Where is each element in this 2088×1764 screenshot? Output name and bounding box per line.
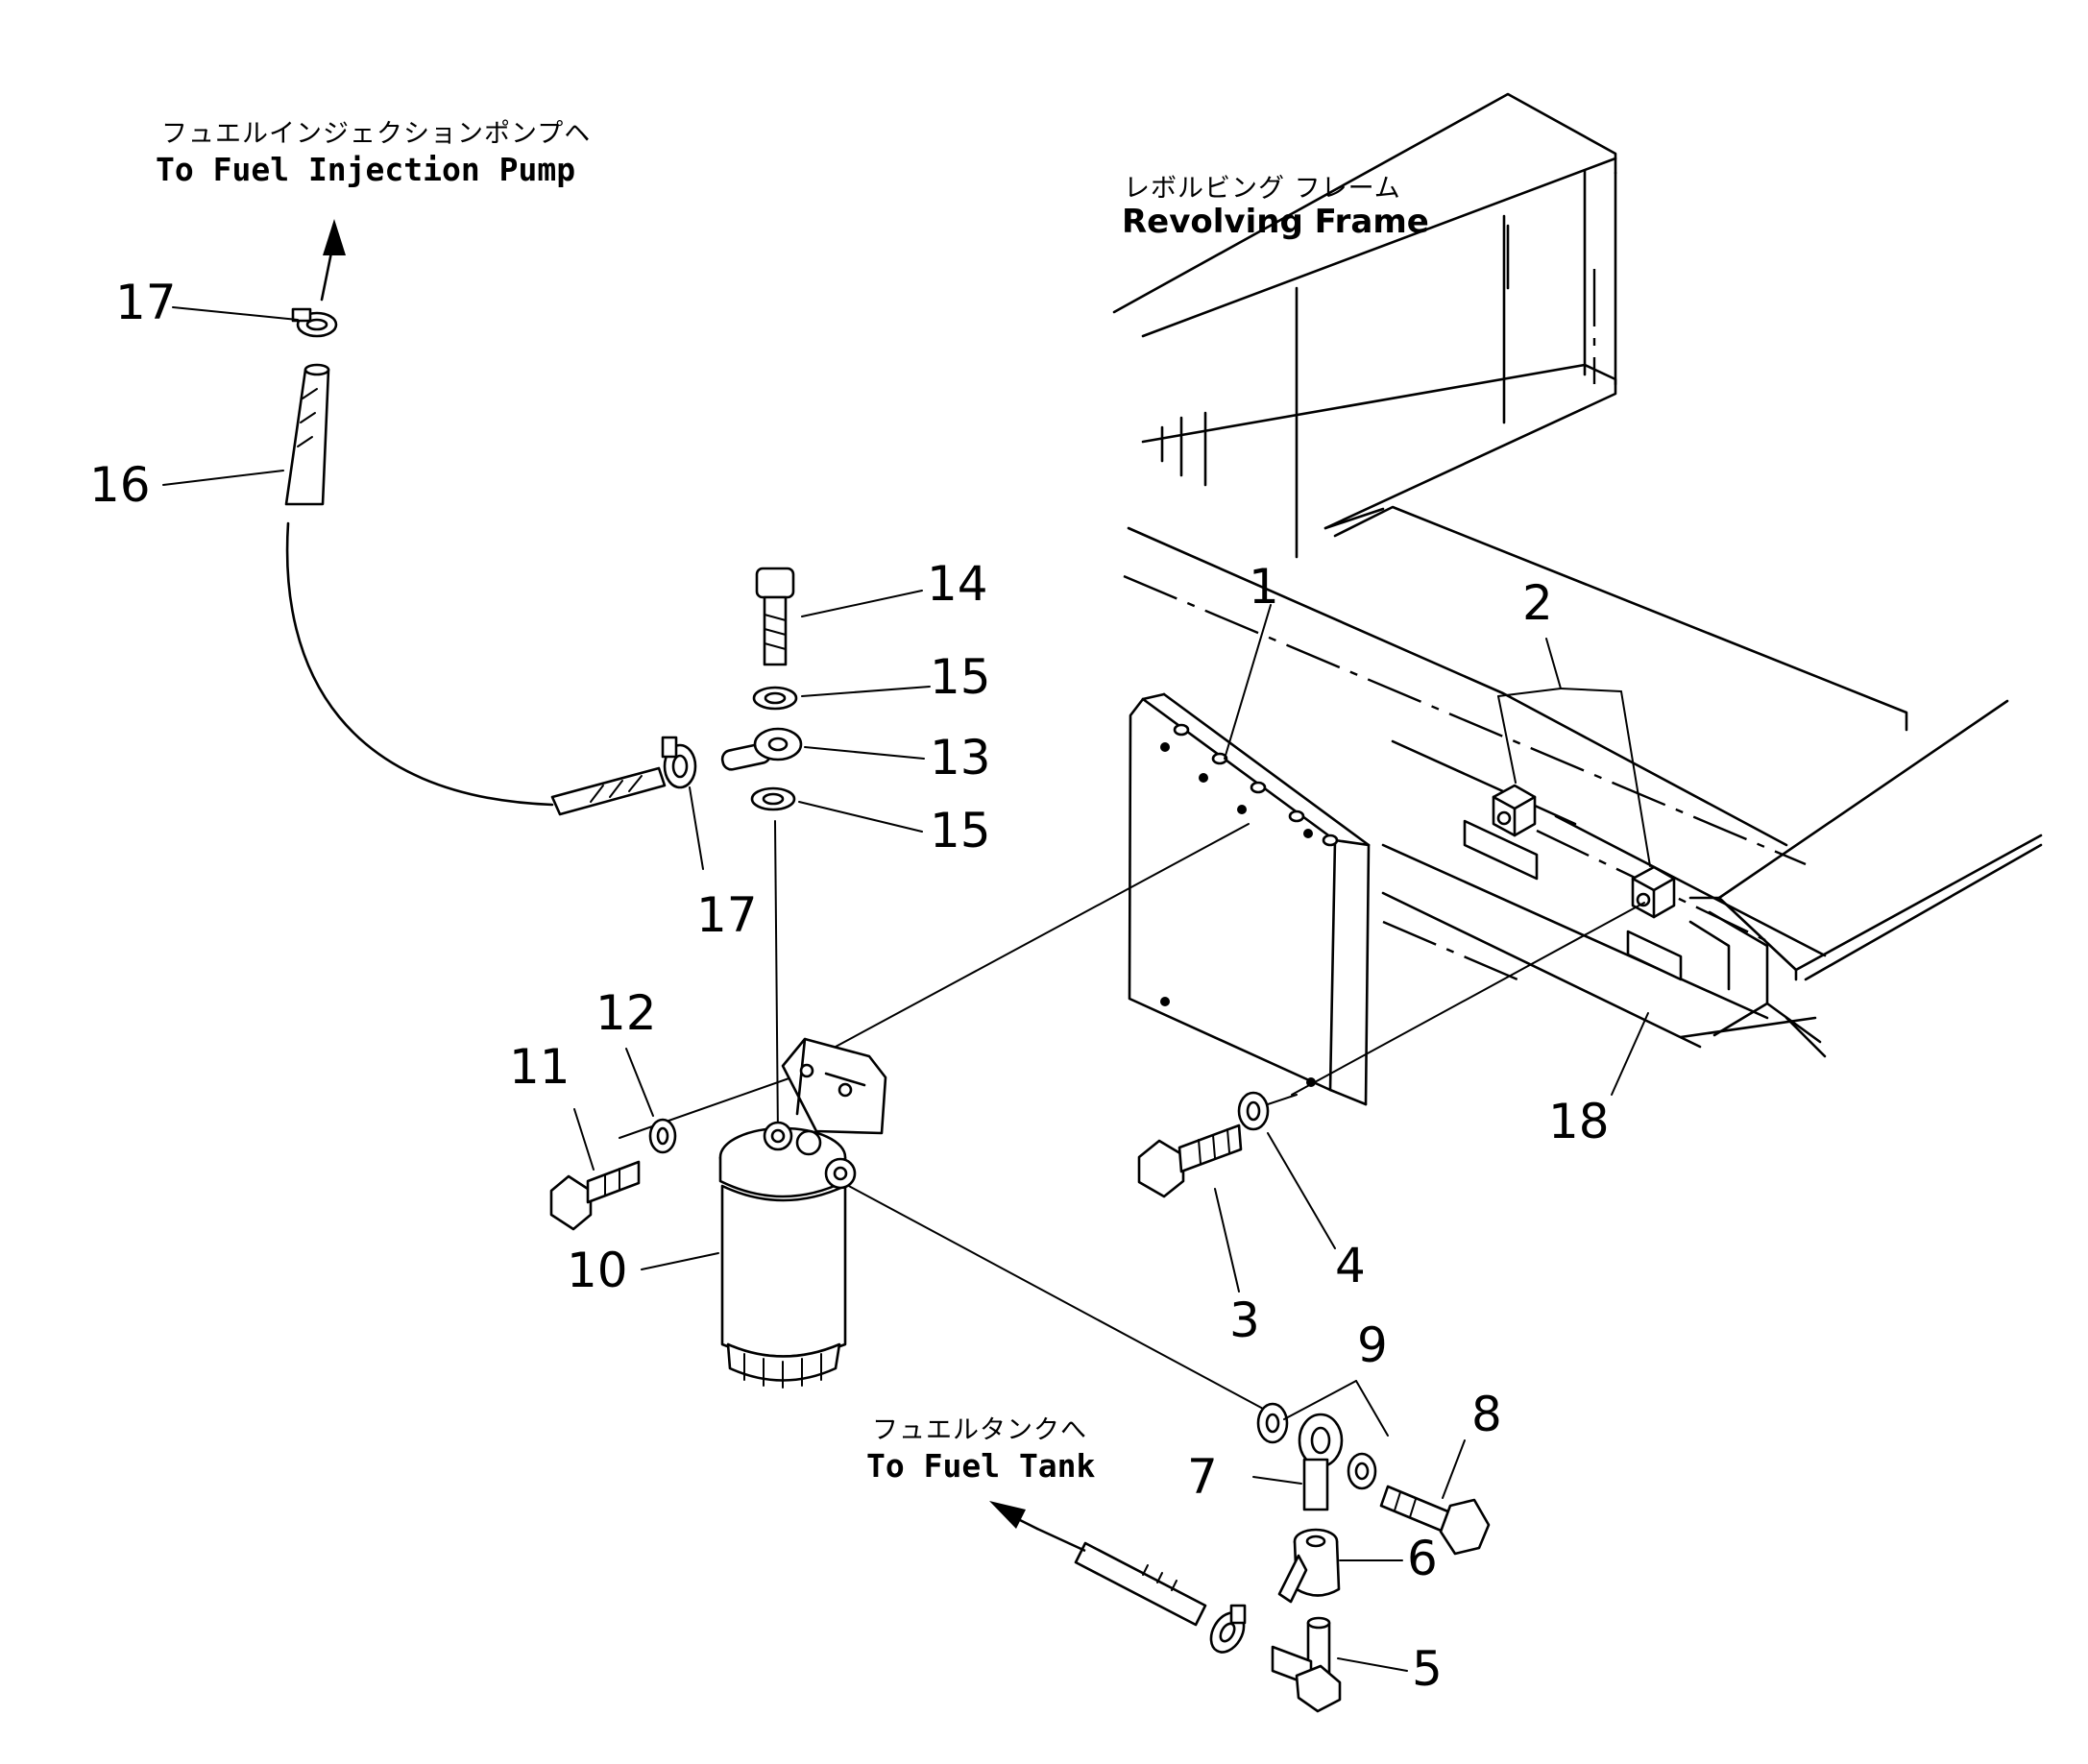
nut-block-upper bbox=[1492, 784, 1537, 837]
callout-14: 14 bbox=[927, 556, 988, 612]
bracket-plate bbox=[1128, 692, 1371, 1106]
bolt-11 bbox=[549, 1160, 641, 1231]
callout-9: 9 bbox=[1357, 1317, 1388, 1373]
eye-joint-13 bbox=[720, 727, 803, 771]
callout-2: 2 bbox=[1522, 575, 1553, 631]
callout-17-top: 17 bbox=[115, 275, 177, 330]
bolt-14 bbox=[755, 567, 795, 666]
callout-6: 6 bbox=[1407, 1531, 1438, 1586]
callout-15-lower: 15 bbox=[930, 803, 991, 858]
callout-5: 5 bbox=[1412, 1641, 1443, 1697]
bolt-3 bbox=[1137, 1124, 1243, 1198]
washer-4 bbox=[1237, 1091, 1270, 1131]
fuel-filter bbox=[718, 1037, 887, 1389]
callout-leaders bbox=[162, 306, 1651, 1672]
hose-segment-middle bbox=[550, 766, 667, 816]
callout-12: 12 bbox=[595, 985, 657, 1041]
callout-17-middle: 17 bbox=[696, 887, 758, 943]
washer-12 bbox=[648, 1118, 677, 1154]
revolving-frame-label-jp: レボルビング フレーム bbox=[1124, 174, 1401, 204]
callout-15-upper: 15 bbox=[930, 649, 991, 705]
bolt-8 bbox=[1379, 1485, 1491, 1556]
injection-pump-label-en: To Fuel Injection Pump bbox=[156, 151, 575, 188]
callout-16: 16 bbox=[89, 457, 151, 513]
eye-joint-7 bbox=[1298, 1413, 1344, 1511]
elbow-5 bbox=[1271, 1616, 1342, 1713]
callout-11: 11 bbox=[509, 1039, 571, 1095]
revolving-frame bbox=[1112, 92, 2043, 1058]
callout-10: 10 bbox=[567, 1243, 628, 1298]
washer-9-left bbox=[1256, 1402, 1289, 1444]
washer-9-right bbox=[1347, 1452, 1377, 1490]
hose-to-fuel-tank bbox=[989, 1501, 1207, 1627]
injection-pump-label-jp: フュエルインジェクションポンプヘ bbox=[161, 119, 591, 149]
callout-3: 3 bbox=[1229, 1293, 1260, 1348]
callout-1: 1 bbox=[1249, 559, 1279, 615]
revolving-frame-label-en: Revolving Frame bbox=[1122, 203, 1429, 241]
callout-7: 7 bbox=[1187, 1449, 1218, 1505]
hose-clamp-17-bottom bbox=[1209, 1604, 1247, 1654]
fuel-tank-label-en: To Fuel Tank bbox=[866, 1447, 1096, 1485]
callout-4: 4 bbox=[1335, 1238, 1366, 1293]
callout-18: 18 bbox=[1548, 1094, 1610, 1149]
callout-8: 8 bbox=[1471, 1387, 1502, 1442]
valve-6 bbox=[1277, 1528, 1341, 1604]
nut-block-lower bbox=[1631, 865, 1676, 919]
hose-clamp-17-top bbox=[291, 307, 338, 338]
washer-15-upper bbox=[752, 686, 798, 711]
fuel-tank-label-jp: フュエルタンクへ bbox=[872, 1415, 1087, 1445]
hose-16 bbox=[284, 363, 330, 506]
hose-clamp-17-middle bbox=[661, 736, 697, 789]
hose-line-16 bbox=[285, 521, 554, 807]
callout-13: 13 bbox=[930, 730, 991, 785]
washer-15-lower bbox=[750, 786, 796, 811]
